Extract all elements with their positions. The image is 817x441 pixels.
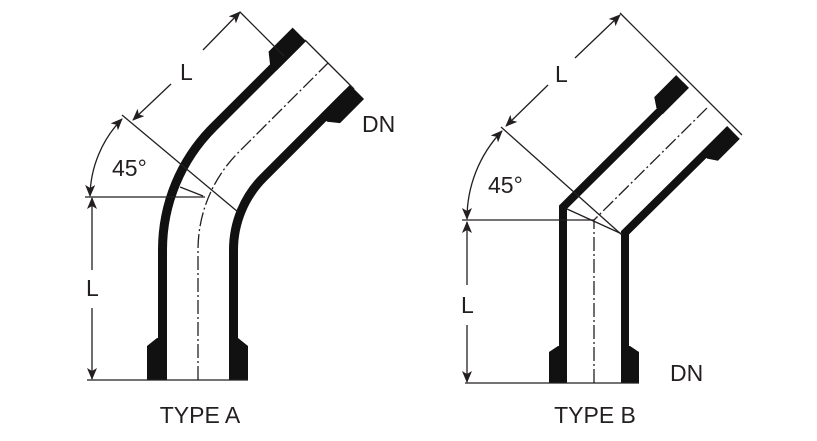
type-b-angle-ray <box>500 126 623 236</box>
type-a-diagonal-dim-upper <box>202 11 241 51</box>
type-a-diameter-label: DN <box>362 111 395 137</box>
type-b-centerline <box>593 106 709 383</box>
type-a-end-line <box>304 39 355 90</box>
type-b-vertical-length-label: L <box>461 292 474 318</box>
type-b-bend: L L 45° DN TYPE B <box>461 12 743 428</box>
type-a-inner-wall <box>228 89 352 352</box>
type-b-extension-line <box>619 12 743 136</box>
type-b-miter-line <box>566 208 623 235</box>
type-a-top-socket <box>268 27 365 124</box>
type-b-outer-wall <box>559 82 689 355</box>
type-b-diameter-label: DN <box>670 360 703 386</box>
type-b-angle-arc <box>461 130 503 220</box>
type-a-outer-wall <box>158 39 302 352</box>
type-a-centerline <box>197 62 329 380</box>
type-a-bend: L L 45° DN TYPE A <box>85 11 395 428</box>
type-b-diagonal-dim-upper <box>574 14 621 59</box>
type-b-top-socket <box>654 75 740 161</box>
type-a-bend-tick <box>179 186 204 197</box>
type-a-extension-line <box>239 11 285 57</box>
type-b-inner-wall <box>621 126 733 355</box>
type-b-caption: TYPE B <box>554 402 636 428</box>
type-b-diagonal-dim-lower <box>505 84 549 127</box>
type-a-angle-ray <box>121 114 239 213</box>
type-b-angle-label: 45° <box>488 172 523 198</box>
type-a-vertical-length-label: L <box>86 275 99 301</box>
type-b-bottom-socket <box>549 346 639 383</box>
type-a-bottom-socket <box>147 338 248 380</box>
type-a-caption: TYPE A <box>160 402 241 428</box>
type-b-diagonal-length-label: L <box>555 61 568 87</box>
type-a-diagonal-length-label: L <box>180 59 193 85</box>
type-a-diagonal-dim-lower <box>132 83 172 121</box>
type-a-angle-arc <box>85 118 123 197</box>
type-a-angle-label: 45° <box>112 155 147 181</box>
